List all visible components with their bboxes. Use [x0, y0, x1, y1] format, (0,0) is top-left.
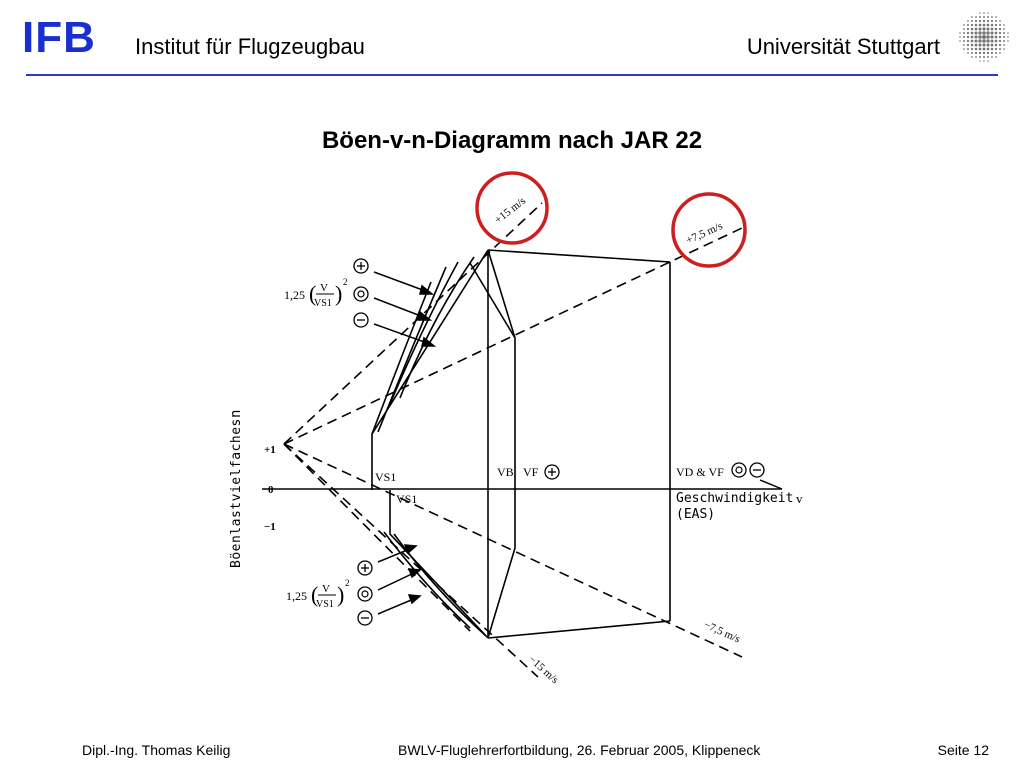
- footer-page-number: Seite 12: [937, 742, 989, 758]
- highlight-circle-plus75: [671, 192, 747, 268]
- university-name: Universität Stuttgart: [746, 34, 940, 59]
- tick-minus1: −1: [264, 521, 276, 533]
- envelope-flap-upper: [487, 249, 516, 639]
- flap-symbol-upper-plus: [353, 258, 369, 274]
- formula-upper: 1,25 ( V VS1 ) 2: [284, 277, 348, 309]
- gust-line-minus-alt: [283, 443, 471, 632]
- svg-text:1,25: 1,25: [284, 288, 305, 302]
- envelope-bottom-edge: [487, 620, 671, 639]
- label-vd-vf: VD & VF: [676, 465, 724, 479]
- y-axis-label: Böenlastvielfaches: [229, 418, 244, 568]
- arrow-upper-plus: [373, 271, 429, 293]
- flap-symbol-upper-minus: [353, 312, 369, 328]
- arrow-upper-minus: [373, 323, 431, 345]
- stall-curve-upper-1: [377, 266, 447, 433]
- label-vs1: VS1: [375, 470, 396, 484]
- arrow-lower-minus: [377, 597, 417, 615]
- header-rule: [26, 74, 998, 76]
- x-axis-unit-label: (EAS): [676, 507, 715, 522]
- ifb-logo: IFB: [22, 13, 96, 62]
- x-axis-arrow: [759, 479, 783, 490]
- gust-line-minus15: [283, 443, 539, 678]
- arrow-lower-neutral: [377, 571, 417, 591]
- x-axis-symbol: v: [796, 491, 803, 506]
- svg-text:): ): [335, 281, 342, 306]
- tick-zero: 0: [268, 484, 274, 496]
- svg-text:): ): [337, 582, 344, 607]
- svg-text:V: V: [322, 583, 330, 595]
- stall-curve-upper-3: [399, 256, 475, 399]
- highlight-circle-plus15: [475, 171, 549, 245]
- formula-lower: 1,25 ( V VS1 ) 2: [286, 578, 350, 610]
- envelope-lower-left: [389, 490, 489, 639]
- gust-label-plus75: +7,5 m/s: [684, 220, 724, 247]
- svg-text:(: (: [309, 281, 316, 306]
- stall-curve-upper-2: [389, 261, 459, 405]
- stall-curve-upper-4: [371, 281, 432, 435]
- y-axis-symbol: n: [228, 410, 244, 418]
- flap-symbol-lower-plus: [357, 560, 373, 576]
- flap-symbol-vd-neutral: [731, 462, 747, 478]
- x-axis-label: Geschwindigkeit: [676, 491, 793, 506]
- gust-label-minus15: −15 m/s: [526, 653, 561, 686]
- label-vf: VF: [523, 465, 539, 479]
- university-dot-logo: [959, 12, 1009, 62]
- flap-symbol-lower-neutral: [357, 586, 373, 602]
- svg-text:(: (: [311, 582, 318, 607]
- svg-text:1,25: 1,25: [286, 589, 307, 603]
- flap-symbol-upper-neutral: [353, 286, 369, 302]
- svg-text:2: 2: [345, 578, 350, 588]
- label-vs1-negative: VS1: [396, 492, 417, 506]
- envelope-flap-diagonal: [469, 262, 516, 339]
- gust-line-plus15: [283, 202, 543, 445]
- institute-name: Institut für Flugzeugbau: [135, 34, 365, 59]
- flap-symbol-lower-minus: [357, 610, 373, 626]
- flap-symbol-vf-plus: [544, 464, 560, 480]
- footer-author: Dipl.-Ing. Thomas Keilig: [82, 742, 231, 758]
- flap-symbol-vd-minus: [749, 462, 765, 478]
- stall-curve-lower-1: [393, 533, 487, 637]
- arrow-upper-neutral: [373, 297, 427, 319]
- label-vb: VB: [497, 465, 514, 479]
- gust-line-plus75: [283, 227, 743, 445]
- svg-text:VS1: VS1: [314, 298, 332, 309]
- svg-text:VS1: VS1: [316, 599, 334, 610]
- footer-event: BWLV-Fluglehrerfortbildung, 26. Februar …: [398, 742, 761, 758]
- svg-text:V: V: [320, 282, 328, 294]
- envelope-top-edge: [487, 249, 671, 263]
- slide-title: Böen-v-n-Diagramm nach JAR 22: [321, 127, 703, 154]
- stall-curve-lower-2: [383, 531, 471, 629]
- svg-text:2: 2: [343, 277, 348, 287]
- tick-plus1: +1: [264, 444, 276, 456]
